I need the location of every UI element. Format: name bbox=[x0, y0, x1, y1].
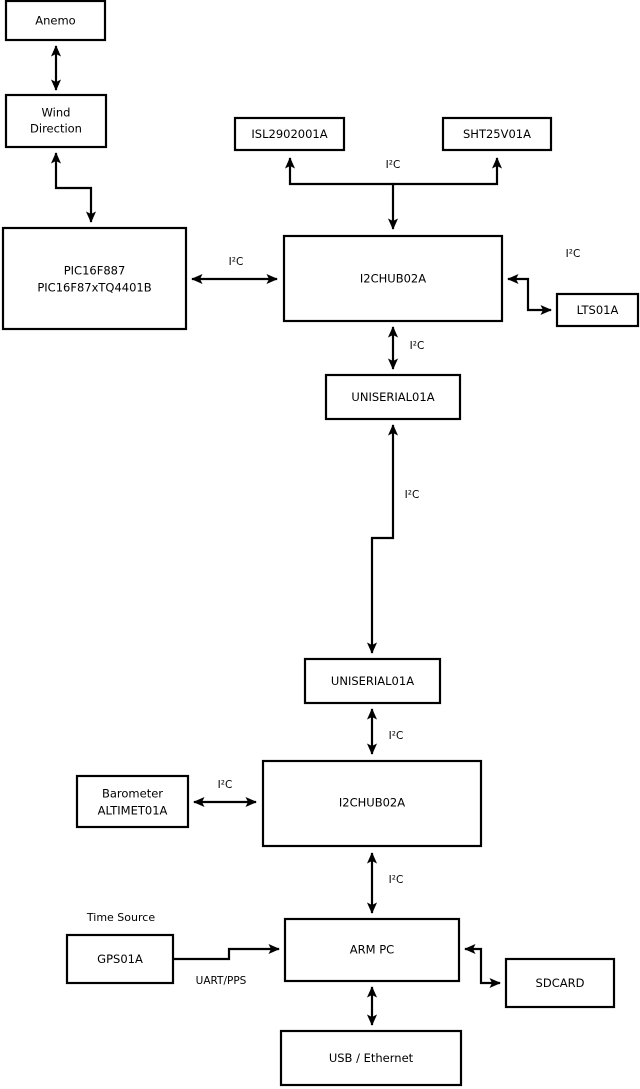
node-arm-pc-box[interactable] bbox=[283, 917, 461, 983]
connector-wind-pic bbox=[50, 152, 97, 223]
node-pic-label-1: PIC16F887 bbox=[64, 264, 126, 278]
node-lts01a[interactable]: LTS01A bbox=[555, 292, 640, 328]
connector-hub-lts bbox=[507, 273, 552, 316]
node-uniserial01a-upper[interactable]: UNISERIAL01A bbox=[324, 373, 462, 421]
node-isl2902001a-label: ISL2902001A bbox=[251, 127, 327, 141]
node-arm-pc[interactable]: ARM PC bbox=[283, 917, 461, 983]
node-gps01a-box[interactable] bbox=[65, 933, 175, 985]
node-i2chub02a-bottom[interactable]: I2CHUB02A bbox=[261, 759, 483, 848]
node-anemo[interactable]: Anemo bbox=[4, 0, 107, 42]
connector-hub-isl bbox=[284, 157, 399, 230]
edge-label-hub-lts: I²C bbox=[566, 248, 581, 260]
node-barometer-box[interactable] bbox=[75, 774, 190, 829]
node-uniserial01a-lower-label: UNISERIAL01A bbox=[331, 674, 414, 688]
edge-label-barometer-hub: I²C bbox=[218, 779, 233, 791]
node-lts01a-box[interactable] bbox=[555, 292, 640, 328]
node-uniserial01a-upper-label: UNISERIAL01A bbox=[351, 390, 434, 404]
node-barometer-label-1: Barometer bbox=[102, 787, 163, 801]
node-pic-label-2: PIC16F87xTQ4401B bbox=[37, 281, 151, 295]
node-lts01a-label: LTS01A bbox=[577, 303, 619, 317]
node-barometer[interactable]: Barometer ALTIMET01A bbox=[75, 774, 190, 829]
node-pic-box[interactable] bbox=[1, 226, 188, 331]
edge-label-hub-uniserial: I²C bbox=[410, 340, 425, 352]
node-isl2902001a[interactable]: ISL2902001A bbox=[233, 116, 346, 152]
node-usb-ethernet-label: USB / Ethernet bbox=[329, 1051, 414, 1065]
node-anemo-box[interactable] bbox=[4, 0, 107, 42]
node-sht25v01a-box[interactable] bbox=[441, 116, 553, 152]
node-wind-direction-label-1: Wind bbox=[42, 106, 71, 120]
node-pic[interactable]: PIC16F887 PIC16F87xTQ4401B bbox=[1, 226, 188, 331]
node-isl2902001a-box[interactable] bbox=[233, 116, 346, 152]
node-gps01a-label: GPS01A bbox=[97, 952, 143, 966]
node-usb-ethernet[interactable]: USB / Ethernet bbox=[279, 1029, 463, 1087]
connector-hub-sht bbox=[393, 157, 503, 186]
node-uniserial01a-upper-box[interactable] bbox=[324, 373, 462, 421]
edge-label-pic-hub: I²C bbox=[229, 256, 244, 268]
node-sht25v01a[interactable]: SHT25V01A bbox=[441, 116, 553, 152]
node-anemo-label: Anemo bbox=[35, 14, 75, 28]
connector-uniserial-link bbox=[366, 424, 399, 654]
node-uniserial01a-lower-box[interactable] bbox=[303, 657, 442, 705]
node-usb-ethernet-box[interactable] bbox=[279, 1029, 463, 1087]
connector-armpc-sdcard bbox=[464, 943, 501, 989]
node-i2chub02a-bottom-label: I2CHUB02A bbox=[339, 796, 405, 810]
node-arm-pc-label: ARM PC bbox=[350, 943, 394, 957]
node-gps01a[interactable]: GPS01A bbox=[65, 933, 175, 985]
node-wind-direction[interactable]: Wind Direction bbox=[4, 93, 108, 149]
time-source-label: Time Source bbox=[86, 911, 155, 924]
edge-label-hub-sensors: I²C bbox=[386, 159, 401, 171]
edge-label-hub-armpc: I²C bbox=[389, 874, 404, 886]
node-i2chub02a-top-box[interactable] bbox=[282, 234, 504, 323]
node-sdcard-label: SDCARD bbox=[536, 976, 585, 990]
node-sdcard[interactable]: SDCARD bbox=[504, 957, 616, 1009]
edge-label-uniserial-hub-bottom: I²C bbox=[389, 730, 404, 742]
node-uniserial01a-lower[interactable]: UNISERIAL01A bbox=[303, 657, 442, 705]
connector-gps-armpc bbox=[173, 943, 280, 961]
edge-label-uniserial-link: I²C bbox=[405, 489, 420, 501]
node-i2chub02a-top-label: I2CHUB02A bbox=[360, 272, 426, 286]
node-i2chub02a-top[interactable]: I2CHUB02A bbox=[282, 234, 504, 323]
node-i2chub02a-bottom-box[interactable] bbox=[261, 759, 483, 848]
node-sdcard-box[interactable] bbox=[504, 957, 616, 1009]
node-wind-direction-box[interactable] bbox=[4, 93, 108, 149]
node-barometer-label-2: ALTIMET01A bbox=[98, 804, 168, 818]
edge-label-gps-armpc: UART/PPS bbox=[196, 975, 247, 987]
node-wind-direction-label-2: Direction bbox=[30, 122, 82, 136]
node-sht25v01a-label: SHT25V01A bbox=[463, 127, 531, 141]
